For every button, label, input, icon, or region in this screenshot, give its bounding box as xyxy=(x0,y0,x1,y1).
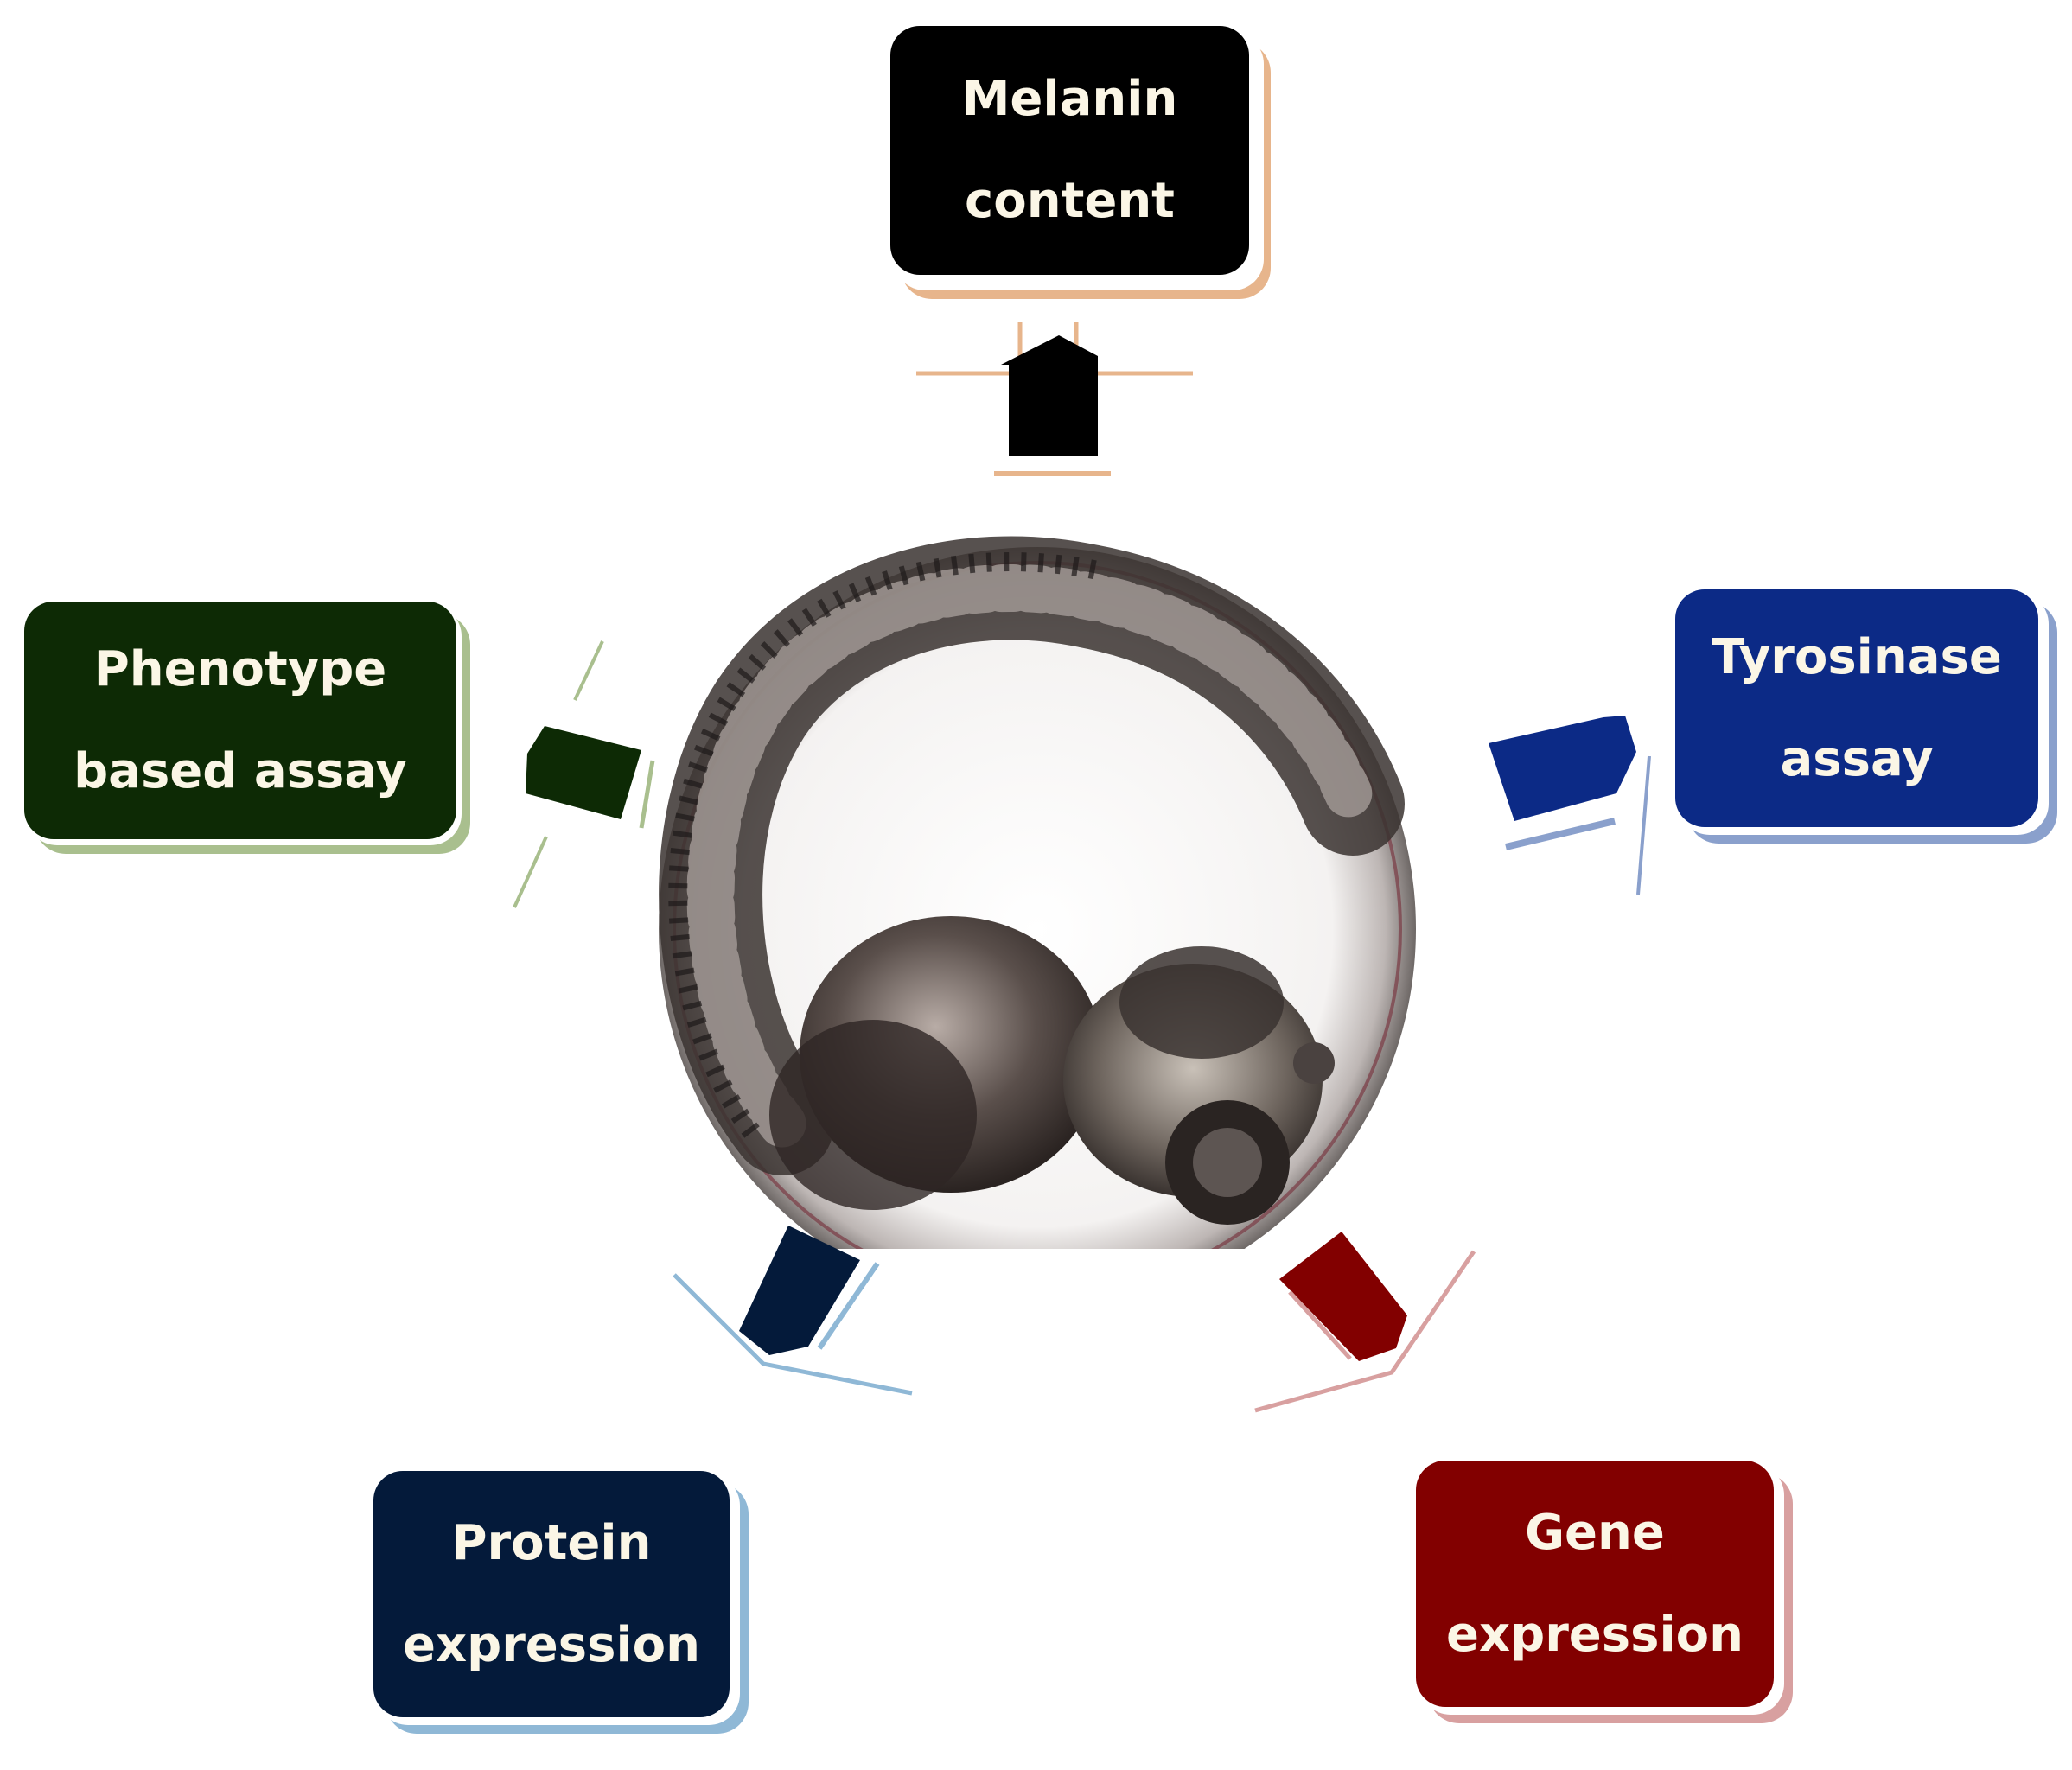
node-label-line: Melanin xyxy=(961,71,1178,127)
arrow-to-melanin xyxy=(916,322,1193,476)
node-label-line: content xyxy=(965,173,1175,229)
node-label-line: Protein xyxy=(451,1514,652,1571)
arrow-to-gene xyxy=(1254,1232,1476,1413)
node-label-line: Phenotype xyxy=(93,640,387,697)
node-label-line: expression xyxy=(403,1616,700,1673)
node-melanin-content: Melanin content xyxy=(890,26,1249,275)
arrow-to-phenotype xyxy=(513,640,655,908)
node-label-line: Gene xyxy=(1525,1504,1665,1561)
node-tyrosinase-assay: Tyrosinase assay xyxy=(1675,589,2038,827)
arrow-to-tyrosinase xyxy=(1489,716,1651,895)
arrow-to-protein xyxy=(673,1226,913,1396)
node-label-line: assay xyxy=(1780,730,1934,787)
node-phenotype-based-assay: Phenotype based assay xyxy=(24,602,456,839)
node-label-line: Tyrosinase xyxy=(1712,628,2002,685)
node-protein-expression: Protein expression xyxy=(373,1471,730,1717)
node-label-line: based assay xyxy=(73,742,407,799)
embryo-image xyxy=(659,536,1416,1249)
node-label-line: expression xyxy=(1446,1606,1744,1663)
node-gene-expression: Gene expression xyxy=(1416,1461,1774,1707)
